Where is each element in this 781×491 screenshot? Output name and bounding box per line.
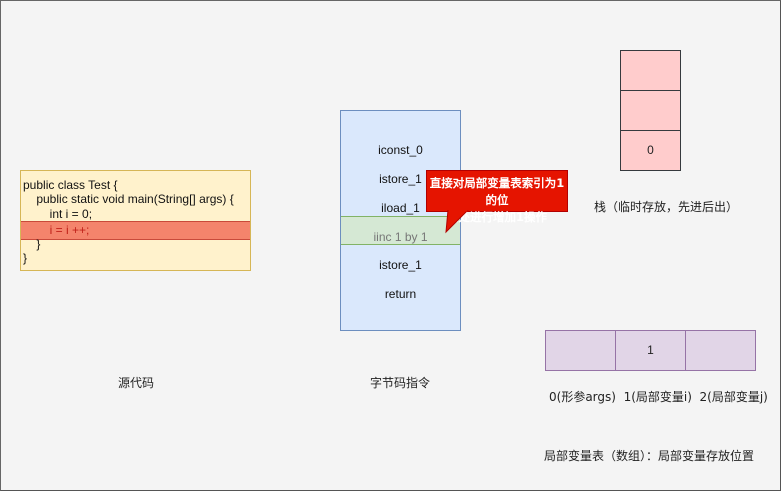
local-variable-slot: 1 [615, 330, 686, 371]
local-variable-slot [545, 330, 616, 371]
code-line: } [23, 237, 41, 251]
bytecode-instruction: return [384, 287, 417, 301]
highlighted-instruction-row [341, 216, 460, 245]
callout-note: 直接对局部变量表索引为1的位 置处进行增加1操作 [426, 170, 568, 224]
code-line: public class Test { [23, 178, 118, 192]
bytecode-instruction: iload_1 [381, 201, 420, 215]
bytecode-instruction: istore_1 [379, 172, 422, 186]
local-variable-table-caption: 局部变量表（数组）：局部变量存放位置 [544, 449, 755, 463]
stack-slot [620, 50, 681, 91]
callout-pointer [445, 210, 469, 234]
highlighted-code-line [21, 221, 250, 240]
bytecode-instruction-highlighted: iinc 1 by 1 [373, 230, 428, 244]
callout-line: 置处进行增加1操作 [446, 210, 547, 224]
bytecode-instruction: istore_1 [379, 258, 422, 272]
stack-slot [620, 90, 681, 131]
code-line: } [23, 251, 28, 265]
source-code-box: public class Test { public static void m… [20, 170, 251, 271]
local-variable-slot-labels: 0(形参args) 1(局部变量i) 2(局部变量j) [549, 390, 768, 404]
stack-slot: 0 [620, 130, 681, 171]
operand-stack-label: 栈（临时存放，先进后出） [594, 200, 739, 214]
bytecode-instruction: iconst_0 [378, 143, 423, 157]
callout-line: 直接对局部变量表索引为1的位 [429, 176, 565, 207]
local-variable-slot [685, 330, 756, 371]
code-line: public static void main(String[] args) { [23, 192, 234, 206]
code-line: int i = 0; [23, 207, 93, 221]
source-code-caption: 源代码 [118, 376, 155, 390]
bytecode-box: iconst_0 istore_1 iload_1 iinc 1 by 1 is… [340, 110, 461, 331]
code-line-highlighted: i = i ++; [23, 223, 90, 237]
bytecode-caption: 字节码指令 [370, 376, 431, 390]
